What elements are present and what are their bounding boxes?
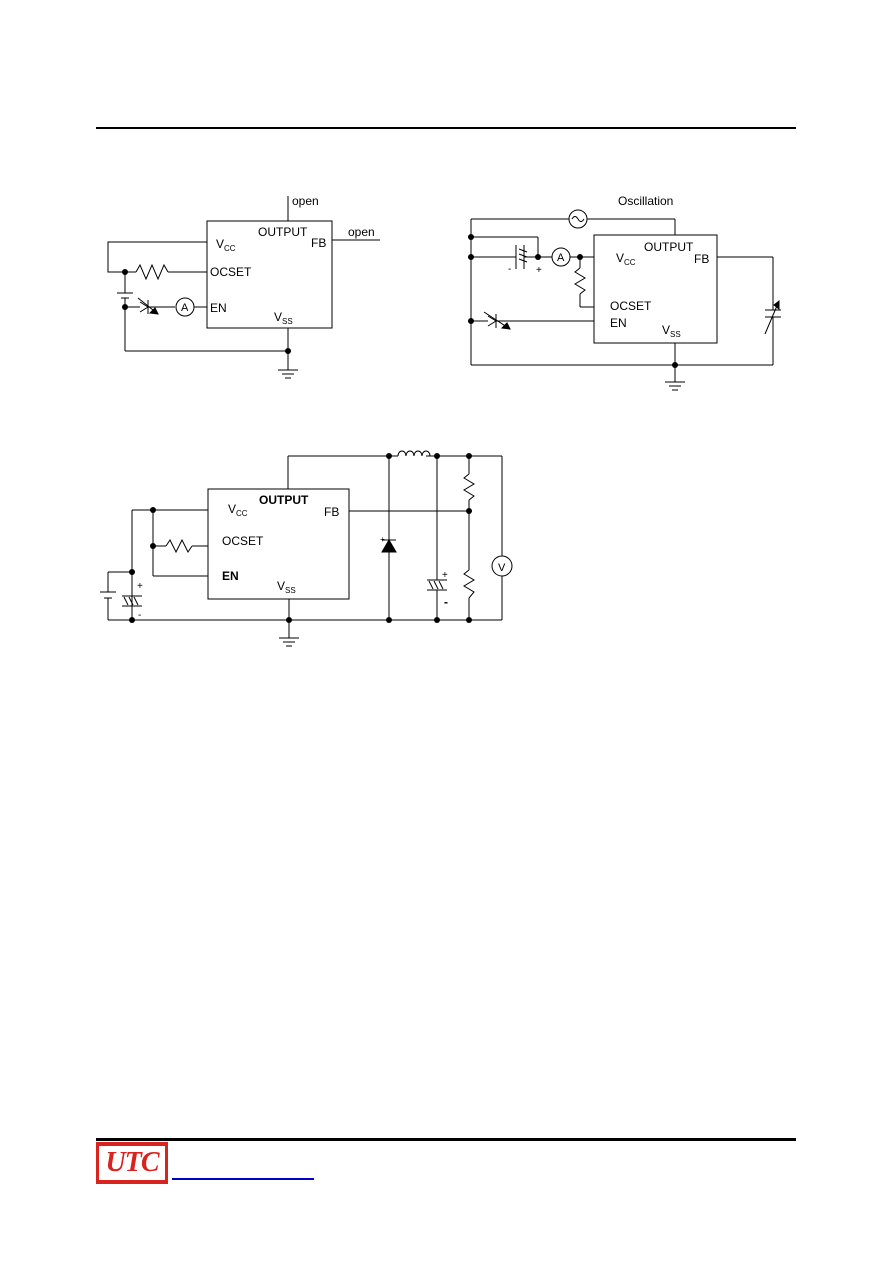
open-label-right: open [348, 225, 375, 239]
fb-pin-label: FB [694, 252, 709, 266]
en-pin-label: EN [610, 316, 627, 330]
output-pin-label: OUTPUT [259, 493, 309, 507]
utc-logo-text: UTC [99, 1146, 165, 1180]
vss-pin-label: VSS [662, 323, 681, 339]
oscillation-label: Oscillation [618, 194, 673, 208]
ground-symbol [278, 637, 300, 647]
voltmeter-label: V [498, 562, 506, 574]
plus-sign-output: + [442, 570, 448, 581]
website-link-underline[interactable] [172, 1178, 314, 1180]
en-pin-label: EN [222, 569, 239, 583]
diode-plus-sign: + [380, 535, 385, 544]
circuit-3 [100, 450, 513, 647]
ocset-resistor [165, 538, 193, 554]
fb-pin-label: FB [324, 505, 339, 519]
vcc-pin-label: VCC [616, 251, 636, 267]
ic-block [206, 220, 333, 329]
circuit-2 [470, 209, 781, 391]
ic-block [207, 488, 350, 600]
utc-logo: UTC [96, 1142, 168, 1184]
vcc-pin-label: VCC [228, 502, 248, 518]
ic-block [593, 234, 718, 344]
minus-sign: - [508, 264, 511, 275]
footer-rule [96, 1138, 796, 1141]
ocset-pin-label: OCSET [222, 534, 264, 548]
ammeter-label: A [557, 252, 565, 264]
minus-sign-input: - [138, 610, 141, 621]
divider-resistor-bottom [463, 569, 475, 599]
inductor [397, 450, 431, 457]
variable-source [139, 301, 149, 313]
vcc-pin-label: VCC [216, 237, 236, 253]
vss-pin-label: VSS [277, 579, 296, 595]
ocset-resistor [574, 267, 586, 295]
ocset-resistor [135, 263, 169, 281]
circuit-1 [107, 196, 380, 379]
fb-pin-label: FB [311, 236, 326, 250]
ocset-pin-label: OCSET [210, 265, 252, 279]
minus-sign-output: - [444, 595, 448, 609]
en-pin-label: EN [210, 301, 227, 315]
plus-sign-input: + [137, 581, 143, 592]
output-pin-label: OUTPUT [258, 225, 308, 239]
output-pin-label: OUTPUT [644, 240, 694, 254]
vss-pin-label: VSS [274, 310, 293, 326]
ground-symbol [664, 381, 686, 391]
ground-symbol [277, 369, 299, 379]
plus-sign: + [536, 265, 542, 276]
header-rule [96, 127, 796, 129]
divider-resistor-top [463, 473, 475, 501]
ammeter-label: A [181, 302, 189, 314]
open-label-top: open [292, 194, 319, 208]
ocset-pin-label: OCSET [610, 299, 652, 313]
